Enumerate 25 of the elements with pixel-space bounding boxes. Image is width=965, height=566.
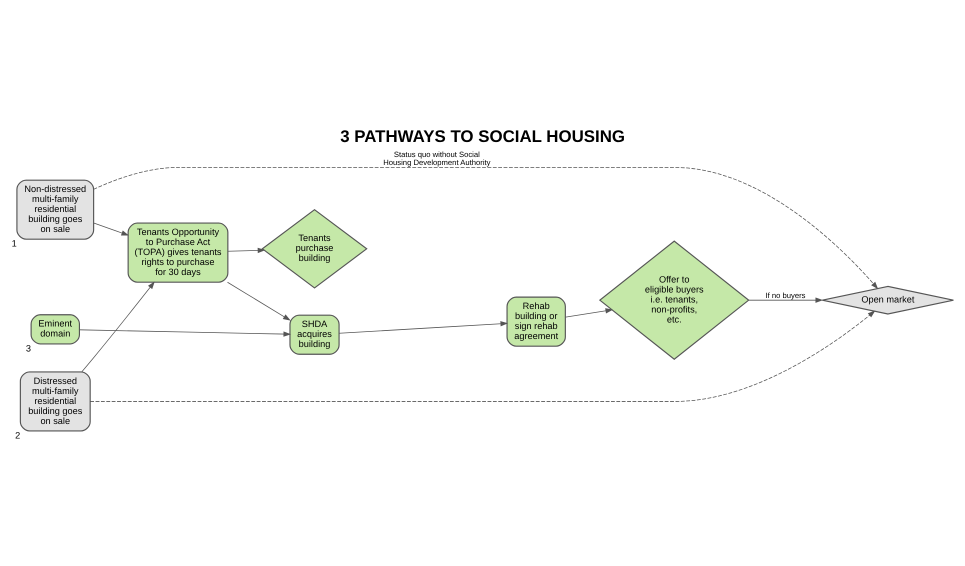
arrow: [338, 320, 508, 334]
arrow: [228, 247, 266, 253]
arrow: [748, 297, 824, 302]
node-box: Tenants Opportunity to Purchase Act (TOPA) gives tenants rights to purchase for 30 days: [128, 222, 228, 282]
diagram-title: 3 PATHWAYS TO SOCIAL HOUSING: [340, 126, 625, 146]
arrow: [227, 281, 291, 320]
node-box: Non-distressed multi-family residential building goes on sale: [16, 179, 94, 240]
arrow: [93, 166, 878, 289]
edge-label: Status quo without Social Housing Development Authority: [383, 149, 490, 167]
arrow: [93, 222, 130, 236]
node-box: SHDA acquires building: [289, 314, 340, 354]
node-box: Rehab building or sign rehab agreement: [506, 296, 566, 346]
node-box: Eminent domain: [30, 314, 80, 344]
node-label: 1: [12, 238, 17, 248]
node-label: 3: [26, 342, 31, 353]
node-diamond: Tenants purchase building: [261, 208, 368, 288]
node-label: 2: [15, 430, 20, 440]
arrow: [565, 308, 614, 318]
arrow: [79, 328, 292, 336]
edge-label: If no buyers: [765, 290, 806, 300]
node-diamond: Offer to eligible buyers i.e. tenants, non-profits, etc.: [598, 240, 750, 360]
arrow: [90, 310, 876, 402]
node-box: Distressed multi-family residential building goes on sale: [20, 370, 91, 432]
node-diamond: Open market: [822, 285, 954, 314]
arrow: [81, 280, 155, 372]
